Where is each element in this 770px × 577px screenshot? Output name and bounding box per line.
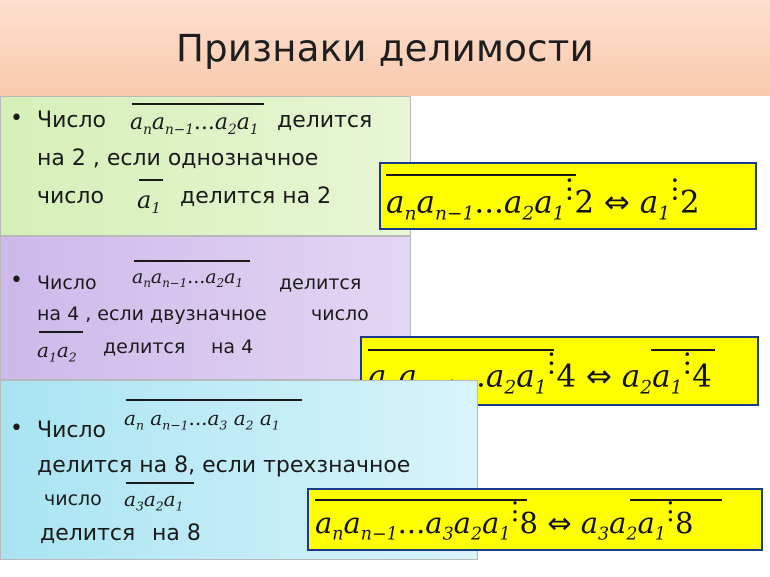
overline <box>386 174 576 176</box>
formula-divisible-by-8: anan−1...a3a2a1···8 ⇔ a3a2a1···8 <box>315 489 694 545</box>
formula-box-divisible-by-2 <box>379 162 757 230</box>
overline <box>368 349 554 351</box>
overline <box>315 499 527 501</box>
overline <box>630 499 722 501</box>
rule-word-divisible: делится <box>277 108 373 133</box>
overline <box>134 260 250 262</box>
formula-box-divisible-by-8 <box>307 488 763 551</box>
rule-text-line3: делится <box>103 336 186 358</box>
overline <box>126 399 302 401</box>
divides-symbol: ··· <box>682 338 692 390</box>
rule-text-line2: на 2 , если однозначное <box>37 146 319 171</box>
number-notation: anan−1...a2a1 <box>132 266 243 291</box>
rule-text-line2-end: число <box>311 303 369 325</box>
rule-text-line2: делится на 8, если трехзначное <box>37 453 411 478</box>
divides-symbol: ··· <box>510 489 520 537</box>
last-three-digits-notation: a3a2a1 <box>124 487 184 514</box>
bullet: • <box>10 106 23 131</box>
equivalence-arrow-icon: ⇔ <box>547 506 572 541</box>
bullet: • <box>10 268 23 293</box>
rule-text-line3-tail: на 4 <box>211 336 254 358</box>
rule-text-line4: делится <box>40 521 136 546</box>
overline <box>651 349 715 351</box>
last-digit-notation: a1 <box>137 186 161 218</box>
overline <box>132 103 264 105</box>
rule-word-number: Число <box>37 108 106 133</box>
number-notation: anan−1...a2a1 <box>130 110 259 138</box>
title-bar: Признаки делимости <box>0 0 770 96</box>
overline <box>39 331 83 333</box>
page-title: Признаки делимости <box>176 26 594 70</box>
bullet: • <box>10 416 23 441</box>
rule-text-line3-start: число <box>37 184 104 209</box>
rule-word-divisible: делится <box>279 272 362 294</box>
rule-text-line3-start: число <box>44 488 102 510</box>
formula-box-divisible-by-4 <box>360 336 759 406</box>
divides-symbol: ··· <box>666 489 675 537</box>
last-two-digits-notation: a1a2 <box>37 338 77 365</box>
formula-divisible-by-2: anan−1...a2a1···2 ⇔ a1···2 <box>386 164 700 225</box>
equivalence-arrow-icon: ⇔ <box>585 358 612 395</box>
overline <box>126 482 194 484</box>
rule-word-number: Число <box>37 418 106 443</box>
number-notation: an an−1...a3 a2 a1 <box>124 406 280 433</box>
overline <box>139 179 163 181</box>
rule-text-line2: на 4 , если двузначное <box>37 303 267 325</box>
rule-word-number: Число <box>37 272 97 294</box>
rule-divisible-by-2 <box>0 96 411 236</box>
divides-symbol: ··· <box>547 338 556 390</box>
divides-symbol: ··· <box>670 164 680 216</box>
rule-text-line3-end: делится на 2 <box>180 184 332 209</box>
divides-symbol: ··· <box>565 164 574 216</box>
rule-text-line4-tail: на 8 <box>152 521 201 546</box>
equivalence-arrow-icon: ⇔ <box>603 184 630 221</box>
